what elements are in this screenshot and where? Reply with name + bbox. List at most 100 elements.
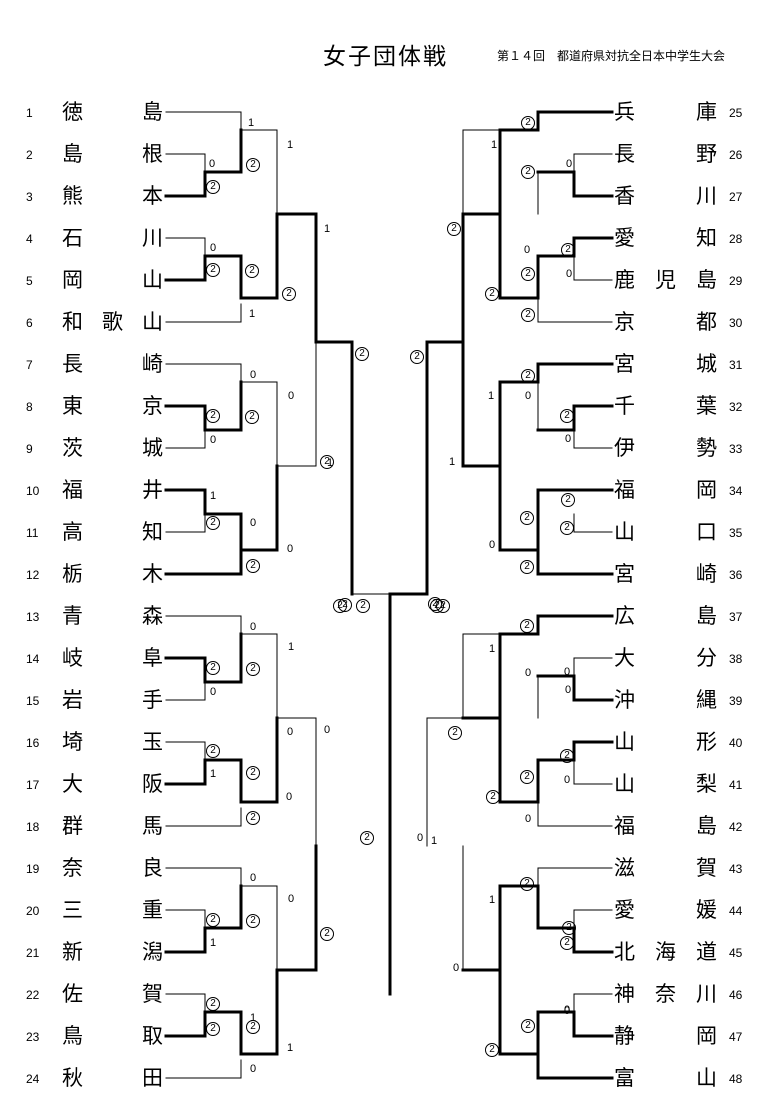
match-score: 2 <box>561 493 575 507</box>
team-name: 東京 <box>62 394 163 418</box>
team-name: 埼玉 <box>62 730 163 754</box>
match-score: 2 <box>206 263 220 277</box>
match-score: 1 <box>487 390 495 402</box>
team-name: 岐阜 <box>62 646 163 670</box>
team-number: 18 <box>26 820 40 834</box>
team-name: 長野 <box>614 142 717 166</box>
team-number: 42 <box>729 820 743 834</box>
match-score: 0 <box>563 1004 571 1016</box>
team-number: 3 <box>26 190 33 204</box>
match-score: 2 <box>410 350 424 364</box>
match-score: 1 <box>287 641 295 653</box>
match-score: 0 <box>208 158 216 170</box>
match-score: 2 <box>206 516 220 530</box>
match-score: 2 <box>521 267 535 281</box>
team-name: 青森 <box>62 604 163 628</box>
team-number: 29 <box>729 274 743 288</box>
match-score: 2 <box>561 243 575 257</box>
match-score: 1 <box>248 308 256 320</box>
team-name: 北海道 <box>614 940 717 964</box>
team-number: 48 <box>729 1072 743 1086</box>
team-number: 6 <box>26 316 33 330</box>
match-score: 2 <box>521 1019 535 1033</box>
match-score: 0 <box>452 962 460 974</box>
team-number: 44 <box>729 904 743 918</box>
match-score: 0 <box>209 686 217 698</box>
match-score: 2 <box>520 877 534 891</box>
team-number: 22 <box>26 988 40 1002</box>
match-score: 0 <box>564 684 572 696</box>
team-name: 新潟 <box>62 940 163 964</box>
team-name: 栃木 <box>62 562 163 586</box>
match-score: 1 <box>209 768 217 780</box>
match-score: 2 <box>206 661 220 675</box>
match-score: 0 <box>563 774 571 786</box>
team-name: 神奈川 <box>614 982 717 1006</box>
team-number: 35 <box>729 526 743 540</box>
match-score: 2 <box>360 831 374 845</box>
match-score: 0 <box>249 621 257 633</box>
match-score: 0 <box>287 390 295 402</box>
match-score: 2 <box>521 165 535 179</box>
team-number: 8 <box>26 400 33 414</box>
match-score: 0 <box>209 434 217 446</box>
match-score: 2 <box>521 369 535 383</box>
team-number: 12 <box>26 568 40 582</box>
team-name: 長崎 <box>62 352 163 376</box>
match-score: 2 <box>485 287 499 301</box>
match-score: 1 <box>448 456 456 468</box>
team-number: 38 <box>729 652 743 666</box>
team-name: 愛知 <box>614 226 717 250</box>
team-number: 46 <box>729 988 743 1002</box>
match-score: 2 <box>560 936 574 950</box>
match-score: 2 <box>520 511 534 525</box>
team-name: 宮城 <box>614 352 717 376</box>
team-number: 14 <box>26 652 40 666</box>
match-score: 2 <box>560 749 574 763</box>
team-name: 滋賀 <box>614 856 717 880</box>
match-score: 2 <box>520 770 534 784</box>
match-score: 1 <box>323 223 331 235</box>
team-name: 福島 <box>614 814 717 838</box>
team-name: 山形 <box>614 730 717 754</box>
team-number: 19 <box>26 862 40 876</box>
team-name: 山梨 <box>614 772 717 796</box>
team-name: 三重 <box>62 898 163 922</box>
team-number: 34 <box>729 484 743 498</box>
match-score: 0 <box>563 666 571 678</box>
match-score: 2 <box>338 598 352 612</box>
match-score: 2 <box>320 927 334 941</box>
match-score: 2 <box>206 913 220 927</box>
team-number: 26 <box>729 148 743 162</box>
match-score: 2 <box>246 766 260 780</box>
match-score: 2 <box>521 308 535 322</box>
match-score: 2 <box>206 409 220 423</box>
match-score: 1 <box>488 643 496 655</box>
team-number: 37 <box>729 610 743 624</box>
match-score: 1 <box>286 1042 294 1054</box>
team-name: 石川 <box>62 226 163 250</box>
team-number: 39 <box>729 694 743 708</box>
team-name: 秋田 <box>62 1066 163 1090</box>
team-name: 高知 <box>62 520 163 544</box>
team-name: 愛媛 <box>614 898 717 922</box>
team-number: 36 <box>729 568 743 582</box>
team-name: 伊勢 <box>614 436 717 460</box>
match-score: 0 <box>249 1063 257 1075</box>
match-score: 0 <box>524 813 532 825</box>
team-number: 41 <box>729 778 743 792</box>
match-score: 0 <box>286 726 294 738</box>
team-name: 大阪 <box>62 772 163 796</box>
match-score: 0 <box>565 268 573 280</box>
match-score: 0 <box>323 724 331 736</box>
page-title: 女子団体戦 <box>323 44 448 70</box>
team-number: 30 <box>729 316 743 330</box>
team-number: 16 <box>26 736 40 750</box>
match-score: 2 <box>355 347 369 361</box>
match-score: 0 <box>249 872 257 884</box>
team-number: 40 <box>729 736 743 750</box>
team-number: 5 <box>26 274 33 288</box>
team-number: 10 <box>26 484 40 498</box>
match-score: 0 <box>524 390 532 402</box>
